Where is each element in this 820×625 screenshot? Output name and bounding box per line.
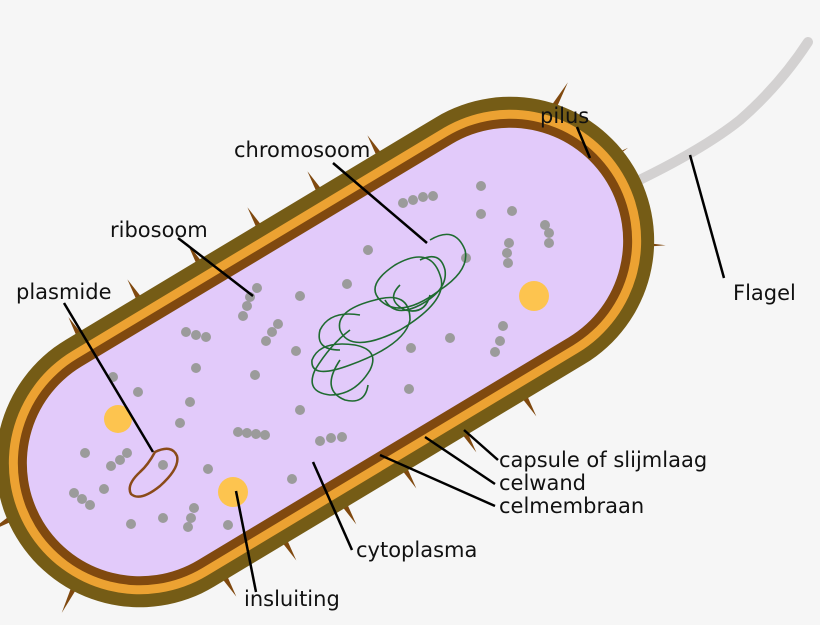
label-cytoplasma: cytoplasma <box>356 538 478 562</box>
label-insluiting: insluiting <box>244 587 340 611</box>
label-celmembraan: celmembraan <box>499 494 645 518</box>
label-flagel: Flagel <box>733 281 796 305</box>
chromosome <box>311 233 467 402</box>
label-pilus: pilus <box>540 104 590 128</box>
label-celwand: celwand <box>499 471 586 495</box>
ribosomes <box>69 181 554 532</box>
label-chromosoom: chromosoom <box>234 138 371 162</box>
leader-lines <box>62 126 726 593</box>
plasmid <box>128 447 179 498</box>
label-ribosoom: ribosoom <box>110 218 208 242</box>
inclusions <box>104 281 549 507</box>
label-capsule: capsule of slijmlaag <box>499 448 708 472</box>
label-plasmide: plasmide <box>16 280 112 304</box>
